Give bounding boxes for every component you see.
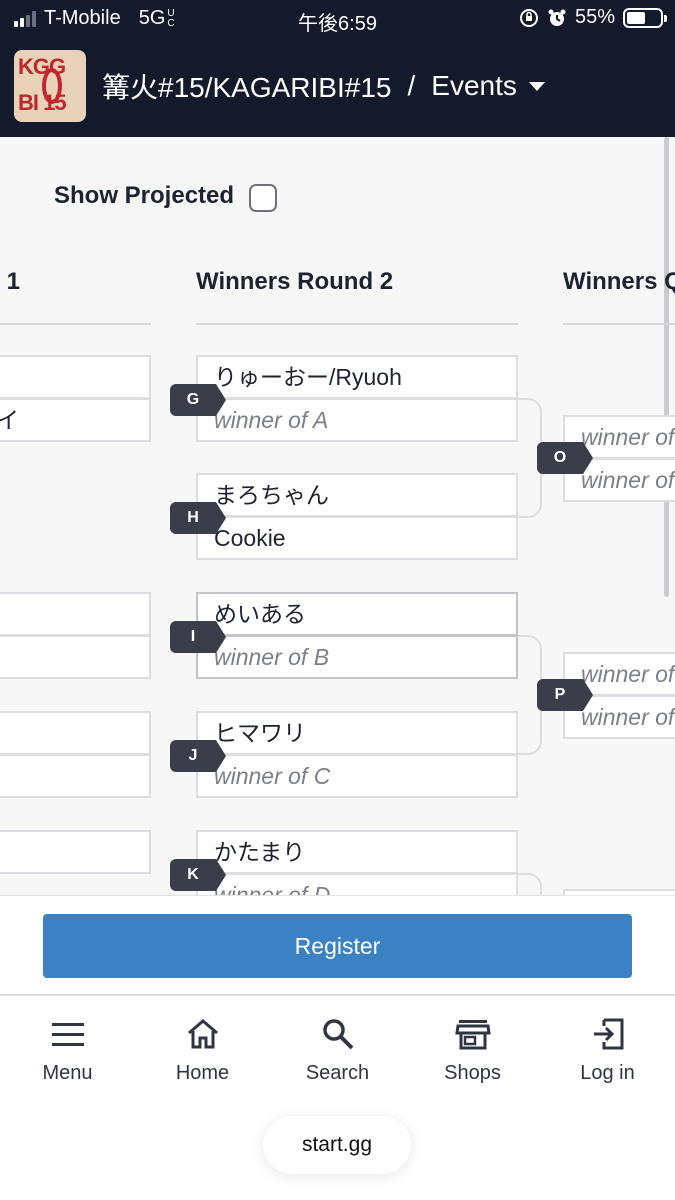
match-h-bottom-player[interactable]: Cookie — [196, 516, 518, 560]
match-h-badge[interactable]: H — [170, 502, 226, 534]
quarter-slot[interactable] — [563, 889, 675, 895]
logo-text-bottom: BI 15 — [18, 90, 67, 115]
match-o-top-player[interactable]: winner of G — [563, 415, 675, 459]
nav-shops[interactable]: Shops — [405, 1016, 540, 1085]
register-bar: Register — [0, 895, 675, 996]
match-h-top-player[interactable]: まろちゃん — [196, 473, 518, 517]
round-title-winners-round-2: Winners Round 2 — [196, 268, 394, 295]
match-i-badge[interactable]: I — [170, 621, 226, 653]
chevron-down-icon[interactable] — [528, 81, 545, 91]
round-divider-2 — [196, 323, 518, 325]
carrier-name: T-Mobile — [44, 7, 121, 29]
tournament-logo[interactable]: KGG BI 15 — [14, 50, 86, 122]
round-divider-1 — [0, 323, 151, 325]
bracket-view[interactable]: Show Projected Winners Round 1 Winners R… — [0, 137, 675, 895]
nav-menu-label: Menu — [42, 1062, 93, 1084]
orientation-lock-icon — [519, 8, 538, 27]
match-o-badge[interactable]: O — [537, 442, 593, 474]
round1-slot[interactable]: イ — [0, 398, 151, 442]
login-icon — [593, 1018, 623, 1050]
nav-login-label: Log in — [580, 1062, 635, 1084]
search-icon — [322, 1019, 353, 1050]
breadcrumb-separator: / — [407, 70, 416, 101]
match-k-top-player[interactable]: かたまり — [196, 830, 518, 874]
logo-mark — [42, 68, 62, 104]
vertical-scrollbar[interactable] — [664, 137, 669, 597]
nav-shops-label: Shops — [444, 1062, 501, 1084]
round1-slot[interactable] — [0, 592, 151, 636]
match-k-bottom-player[interactable]: winner of D — [196, 873, 518, 895]
match-k-badge[interactable]: K — [170, 859, 226, 891]
match-j-bottom-player[interactable]: winner of C — [196, 754, 518, 798]
app-header: KGG BI 15 篝火#15/KAGARIBI#15 / Events — [0, 38, 675, 137]
show-projected-label: Show Projected — [54, 182, 235, 209]
round1-slot[interactable] — [0, 711, 151, 755]
events-dropdown[interactable]: Events — [431, 70, 517, 101]
round-title-winners-round-1: Winners Round 1 — [0, 268, 20, 295]
network-suffix: UC — [167, 7, 175, 29]
round-title-winners-quarter-final: Winners Quarter-Final — [563, 268, 675, 295]
browser-url-bar[interactable]: start.gg — [263, 1116, 411, 1174]
menu-icon — [51, 1023, 84, 1046]
match-i-top-player[interactable]: めいある — [196, 592, 518, 636]
match-i-bottom-player[interactable]: winner of B — [196, 635, 518, 679]
round1-slot[interactable] — [0, 635, 151, 679]
nav-login[interactable]: Log in — [540, 1016, 675, 1085]
match-g-bottom-player[interactable]: winner of A — [196, 398, 518, 442]
alarm-icon — [548, 9, 566, 26]
nav-menu[interactable]: Menu — [0, 1016, 135, 1085]
nav-search[interactable]: Search — [270, 1016, 405, 1085]
match-j-badge[interactable]: J — [170, 740, 226, 772]
battery-icon — [623, 7, 667, 28]
bottom-navigation: Menu Home Search Shops Log in start.gg — [0, 996, 675, 1200]
bracket-connector — [518, 873, 542, 895]
round1-slot[interactable] — [0, 754, 151, 798]
round1-slot[interactable] — [0, 355, 151, 399]
network-type: 5G — [138, 7, 166, 29]
match-g-top-player[interactable]: りゅーおー/Ryuoh — [196, 355, 518, 399]
nav-search-label: Search — [305, 1062, 370, 1084]
battery-percent: 55% — [574, 6, 615, 28]
signal-strength-icon — [14, 10, 36, 27]
match-o-bottom-player[interactable]: winner of H — [563, 458, 675, 502]
shop-icon — [454, 1020, 491, 1050]
match-g-badge[interactable]: G — [170, 384, 226, 416]
round1-slot[interactable] — [0, 830, 151, 874]
register-button[interactable]: Register — [43, 914, 632, 978]
match-p-badge[interactable]: P — [537, 679, 593, 711]
show-projected-checkbox[interactable] — [249, 184, 277, 212]
status-icons: 55% — [519, 6, 667, 29]
match-p-top-player[interactable]: winner of I — [563, 652, 675, 696]
nav-home-label: Home — [175, 1062, 230, 1084]
home-icon — [187, 1019, 218, 1049]
nav-home[interactable]: Home — [135, 1016, 270, 1085]
tournament-name-link[interactable]: 篝火#15/KAGARIBI#15 — [102, 72, 392, 103]
clock: 午後6:59 — [298, 13, 377, 35]
breadcrumb: 篝火#15/KAGARIBI#15 / Events — [102, 66, 545, 106]
match-j-top-player[interactable]: ヒマワリ — [196, 711, 518, 755]
round-divider-3 — [563, 323, 675, 325]
